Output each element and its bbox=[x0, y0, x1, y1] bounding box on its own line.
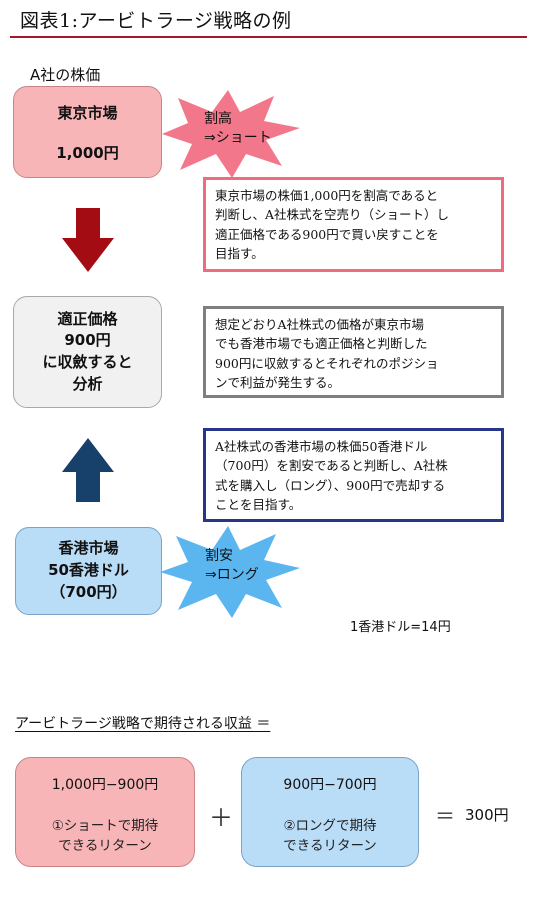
outcome-note: 想定どおりA社株式の価格が東京市場 でも香港市場でも適正価格と判断した 900円… bbox=[203, 306, 504, 398]
long-text: ⇒ロング bbox=[205, 566, 259, 583]
short-return-card: 1,000円−900円 ①ショートで期待 できるリターン bbox=[15, 757, 195, 867]
plus-sign: ＋ bbox=[209, 804, 233, 832]
undervalued-burst-icon bbox=[160, 526, 300, 618]
hk-market-label: 香港市場 bbox=[58, 539, 119, 558]
returns-heading: アービトラージ戦略で期待される収益 ＝ bbox=[15, 716, 271, 732]
figure-title: 図表1:アービトラージ戦略の例 bbox=[20, 10, 292, 32]
undervalued-burst-label: 割安 ⇒ロング bbox=[205, 547, 259, 585]
hk-market-box: 香港市場 50香港ドル （700円） bbox=[15, 527, 162, 615]
up-arrow-icon bbox=[62, 438, 114, 502]
title-rule bbox=[10, 36, 527, 38]
short-return-label: ①ショートで期待 できるリターン bbox=[51, 818, 159, 855]
overvalued-text: 割高 bbox=[204, 111, 232, 127]
tokyo-note: 東京市場の株価1,000円を割高であると 判断し、A社株式を空売り（ショート）し… bbox=[203, 177, 504, 272]
undervalued-text: 割安 bbox=[205, 548, 233, 564]
short-formula: 1,000円−900円 bbox=[51, 777, 159, 793]
fair-value-price: 900円 bbox=[64, 331, 111, 350]
long-return-label: ②ロングで期待 できるリターン bbox=[283, 818, 377, 855]
hk-price-hkd: 50香港ドル bbox=[48, 561, 129, 580]
total-return: 300円 bbox=[465, 806, 509, 824]
fair-value-line4: 分析 bbox=[72, 374, 103, 393]
long-return-card: 900円−700円 ②ロングで期待 できるリターン bbox=[241, 757, 419, 867]
fair-value-line3: に収斂すると bbox=[42, 353, 133, 371]
exchange-rate: 1香港ドル=14円 bbox=[350, 620, 451, 635]
down-arrow-icon bbox=[62, 208, 114, 272]
overvalued-burst-label: 割高 ⇒ショート bbox=[204, 110, 272, 148]
overvalued-burst-icon bbox=[162, 90, 300, 178]
tokyo-market-label: 東京市場 bbox=[57, 104, 118, 122]
tokyo-price: 1,000円 bbox=[56, 144, 119, 163]
hk-note: A社株式の香港市場の株価50香港ドル （700円）を割安であると判断し、A社株 … bbox=[203, 428, 504, 522]
equals-sign: ＝ bbox=[435, 804, 455, 828]
tokyo-market-box: 東京市場 1,000円 bbox=[13, 86, 162, 178]
fair-value-box: 適正価格 900円 に収斂すると 分析 bbox=[13, 296, 162, 408]
long-formula: 900円−700円 bbox=[283, 777, 377, 793]
fair-value-line1: 適正価格 bbox=[57, 309, 118, 328]
stock-caption: A社の株価 bbox=[30, 66, 101, 84]
short-text: ⇒ショート bbox=[204, 129, 272, 146]
hk-price-yen: （700円） bbox=[50, 582, 127, 601]
